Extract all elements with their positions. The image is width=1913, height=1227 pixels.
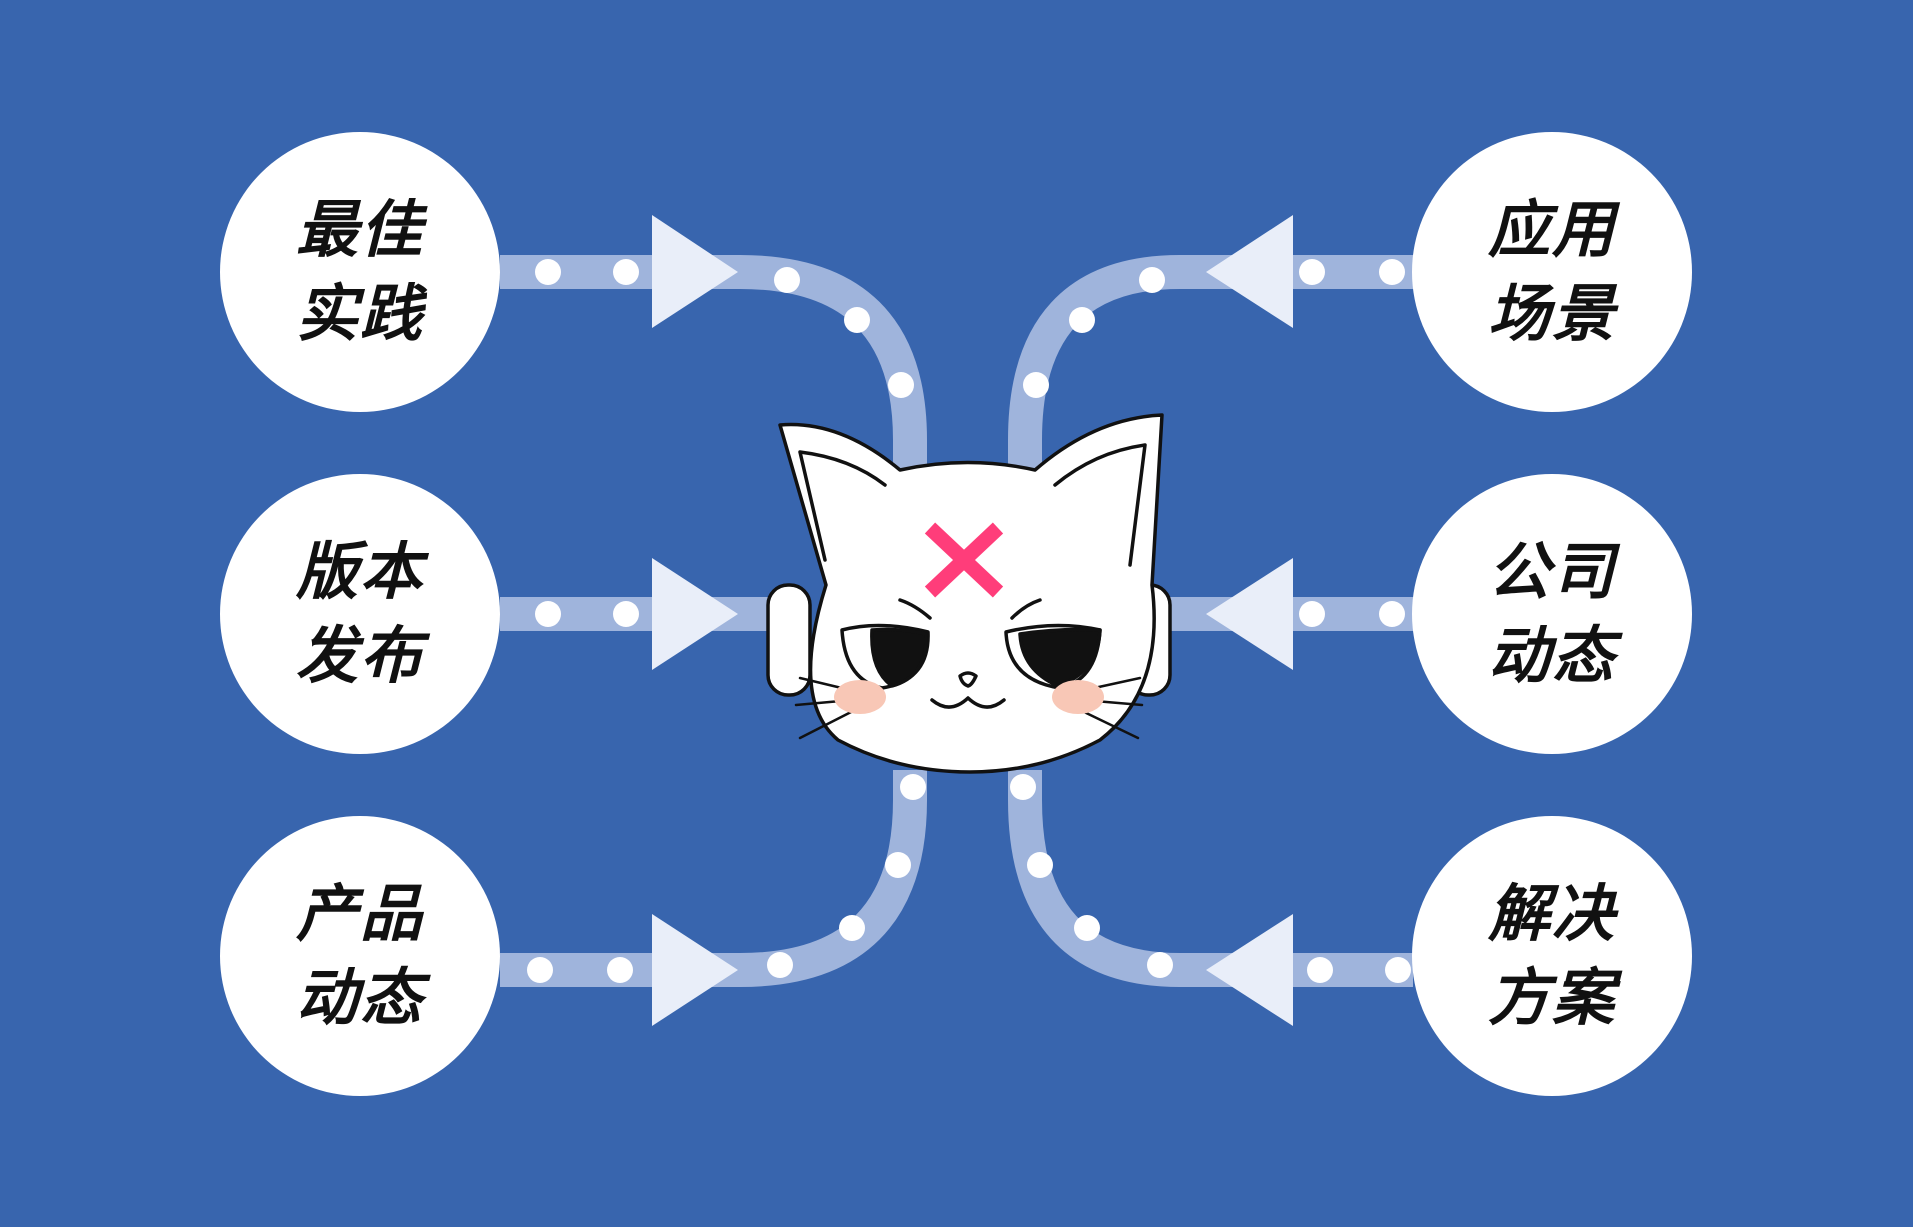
cat-nose (958, 671, 978, 688)
node-label-line2: 动态 (295, 961, 424, 1034)
cat-eyebrow-right (1010, 598, 1042, 620)
cat-blush-right (1052, 680, 1104, 714)
connector-dot (1299, 259, 1325, 285)
connector-dot (1307, 957, 1333, 983)
cat-mascot-icon (766, 413, 1172, 774)
connector-dot (885, 852, 911, 878)
cat-ear-inner-left (798, 450, 887, 562)
connector-dot (535, 601, 561, 627)
connector-dot (607, 957, 633, 983)
connector-dot (1299, 601, 1325, 627)
connector-dot (1139, 267, 1165, 293)
connector-dot (535, 259, 561, 285)
arrow-right-icon (652, 558, 738, 670)
node-label-line1: 解决 (1487, 877, 1616, 950)
cat-pupil-right (1018, 627, 1102, 688)
node-label-line2: 方案 (1487, 961, 1616, 1034)
node-label-line2: 动态 (1487, 619, 1616, 692)
connector-dot (888, 372, 914, 398)
cat-mouth (930, 696, 1006, 709)
node-label-line1: 公司 (1487, 535, 1616, 608)
node-label-line1: 产品 (295, 877, 424, 950)
connector-dot (844, 307, 870, 333)
connector-dot (1010, 774, 1036, 800)
node-label-line1: 应用 (1487, 193, 1616, 266)
cat-ear-inner-right (1053, 443, 1147, 567)
node-label-line2: 发布 (295, 619, 424, 692)
cat-eyebrow-left (898, 598, 932, 620)
connector-dot (1069, 307, 1095, 333)
node-label-line1: 版本 (295, 535, 424, 608)
arrow-left-icon (1206, 558, 1293, 670)
node-best-practice[interactable]: 最佳 实践 (220, 132, 500, 412)
x-mark-icon (924, 522, 1004, 598)
cat-blush-left (834, 680, 886, 714)
connector-dot (774, 267, 800, 293)
node-solutions[interactable]: 解决 方案 (1412, 816, 1692, 1096)
connector-dot (1027, 852, 1053, 878)
connector-dot (1385, 957, 1411, 983)
connector-dot (767, 952, 793, 978)
node-use-cases[interactable]: 应用 场景 (1412, 132, 1692, 412)
connector-dot (613, 601, 639, 627)
cat-pupil-left (870, 627, 928, 688)
node-version-release[interactable]: 版本 发布 (220, 474, 500, 754)
arrow-right-icon (652, 914, 738, 1026)
connector-dot (900, 774, 926, 800)
arrow-right-icon (652, 215, 738, 328)
connector-dot (613, 259, 639, 285)
arrow-left-icon (1206, 215, 1293, 328)
connector-dot (839, 915, 865, 941)
connector-dot (527, 957, 553, 983)
connector-dot (1074, 915, 1100, 941)
connector-dot (1379, 601, 1405, 627)
node-label-line2: 实践 (295, 277, 424, 350)
node-company-news[interactable]: 公司 动态 (1412, 474, 1692, 754)
headphone-left-icon (766, 583, 812, 697)
connector-dot (1023, 372, 1049, 398)
connector-dot (1379, 259, 1405, 285)
connector-dot (1147, 952, 1173, 978)
node-label-line1: 最佳 (295, 193, 424, 266)
node-product-news[interactable]: 产品 动态 (220, 816, 500, 1096)
node-label-line2: 场景 (1487, 277, 1616, 350)
arrow-left-icon (1206, 914, 1293, 1026)
